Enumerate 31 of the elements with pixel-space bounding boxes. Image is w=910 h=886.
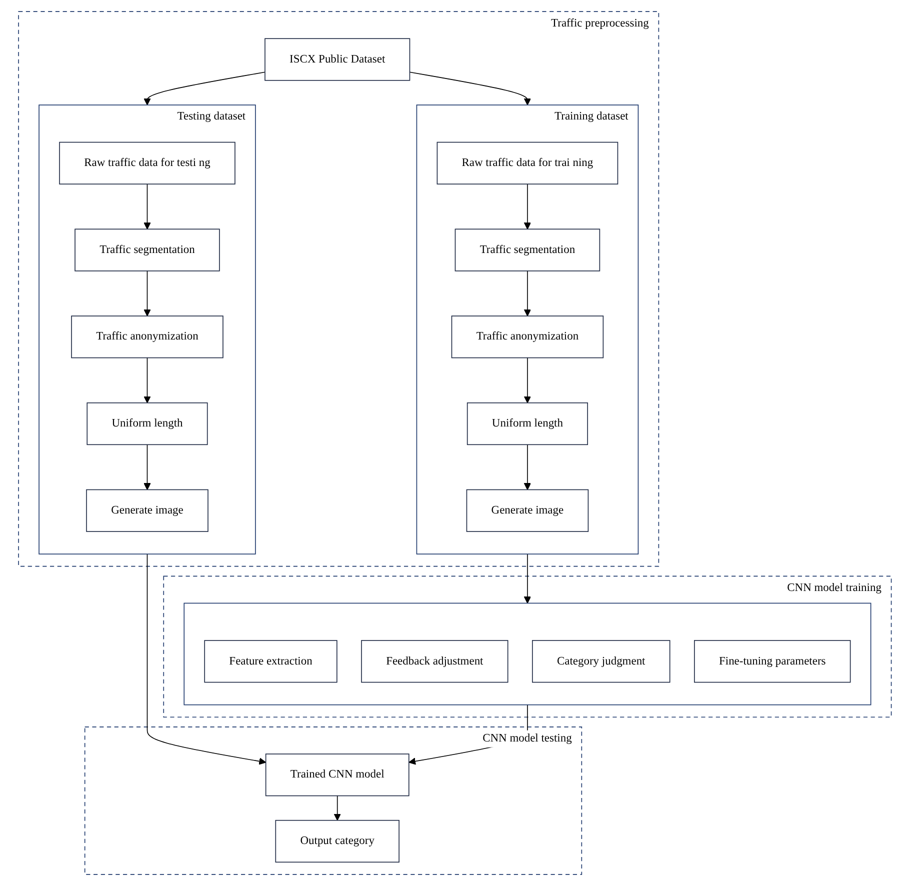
arrow: [524, 184, 532, 230]
arrow: [524, 554, 532, 604]
arrow: [144, 444, 151, 490]
node-box: Traffic segmentation: [74, 228, 220, 272]
node-box: ISCX Public Dataset: [264, 38, 410, 81]
node-box: Feedback adjustment: [361, 640, 508, 683]
node-box: Output category: [275, 820, 400, 863]
node-box: Raw traffic data for testi ng: [59, 142, 236, 184]
node-box: Trained CNN model: [265, 754, 410, 796]
arrow: [144, 72, 266, 106]
arrow: [144, 184, 151, 230]
node-box: Category judgment: [532, 640, 670, 683]
arrow: [144, 357, 151, 404]
node-box: Uniform length: [86, 402, 208, 446]
arrow: [334, 795, 342, 821]
arrow: [524, 444, 532, 490]
node-box: Traffic segmentation: [454, 228, 600, 272]
node-box: Generate image: [466, 489, 589, 532]
node-box: Fine-tuning parameters: [694, 640, 851, 683]
node-box: Feature extraction: [204, 640, 338, 683]
arrow: [524, 357, 532, 404]
arrow: [146, 554, 266, 765]
node-box: Traffic anonymization: [451, 316, 604, 358]
arrow: [409, 72, 532, 106]
node-box: Traffic anonymization: [71, 316, 224, 358]
cluster: [184, 602, 872, 706]
arrow: [524, 270, 532, 316]
node-box: Uniform length: [467, 402, 588, 446]
arrow: [144, 270, 151, 316]
node-box: Raw traffic data for trai ning: [436, 142, 618, 184]
node-box: Generate image: [86, 489, 208, 532]
